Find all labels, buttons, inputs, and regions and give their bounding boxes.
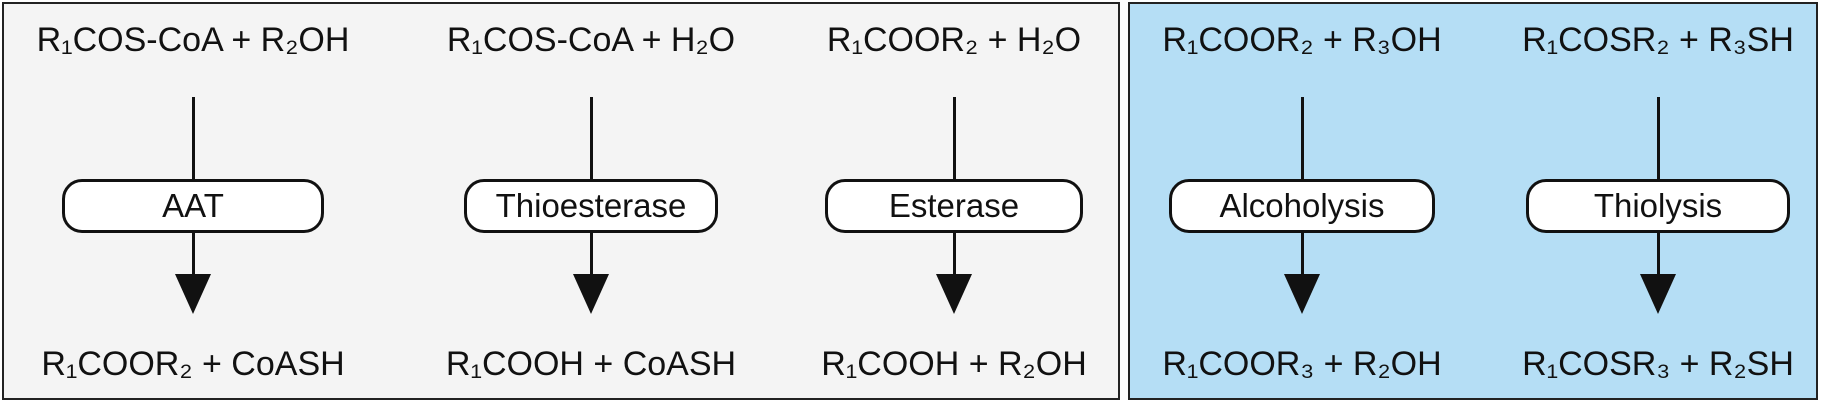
reaction-type-label: Thiolysis [1526, 179, 1790, 233]
enzyme-label: Esterase [825, 179, 1083, 233]
reaction-type-label: Alcoholysis [1169, 179, 1435, 233]
arrow-down-icon [1284, 274, 1320, 314]
enzymatic-reactions-panel: R₁COS-CoA + R₂OH AAT R₁COOR₂ + CoASH R₁C… [2, 2, 1120, 400]
substrates-text: R₁COOR₂ + H₂O [826, 21, 1082, 59]
arrow-down-icon [1640, 274, 1676, 314]
substrates-text: R₁COS-CoA + R₂OH [36, 21, 350, 59]
chemical-reactions-panel: R₁COOR₂ + R₃OH Alcoholysis R₁COOR₃ + R₂O… [1128, 2, 1818, 400]
products-text: R₁COSR₃ + R₂SH [1522, 345, 1794, 383]
substrates-text: R₁COSR₂ + R₃SH [1522, 21, 1794, 59]
arrow-down-icon [175, 274, 211, 314]
products-text: R₁COOH + R₂OH [821, 345, 1087, 383]
products-text: R₁COOR₂ + CoASH [41, 345, 345, 383]
enzyme-label: Thioesterase [464, 179, 718, 233]
arrow-down-icon [573, 274, 609, 314]
products-text: R₁COOR₃ + R₂OH [1162, 345, 1442, 383]
substrates-text: R₁COS-CoA + H₂O [446, 21, 736, 59]
products-text: R₁COOH + CoASH [445, 345, 737, 383]
enzyme-label: AAT [62, 179, 324, 233]
arrow-down-icon [936, 274, 972, 314]
substrates-text: R₁COOR₂ + R₃OH [1162, 21, 1442, 59]
